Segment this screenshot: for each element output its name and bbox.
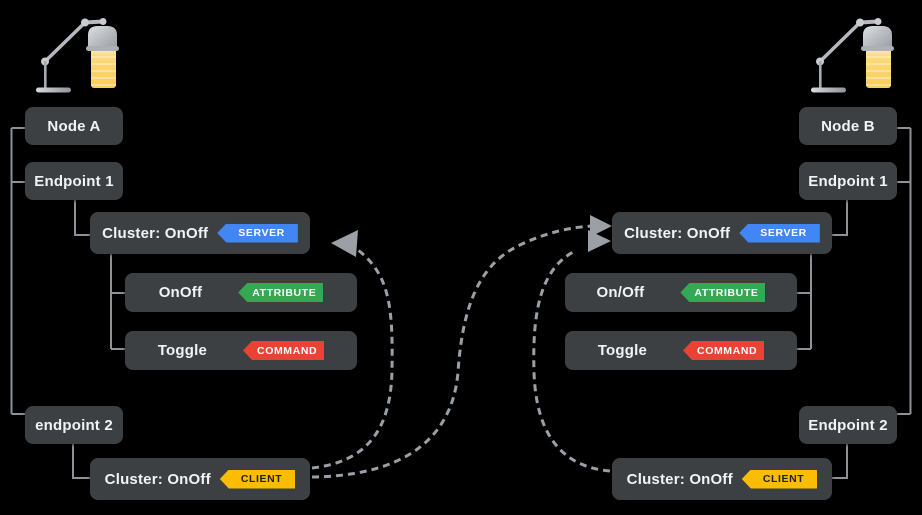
node-a-client-cluster-label: Cluster: OnOff [104,470,211,488]
binding-arrow-a-client-to-a-server [311,248,394,470]
node-a-server-cluster-label: Cluster: OnOff [102,224,209,242]
client-badge: CLIENT [741,469,818,489]
node-b-server-cluster-box: Cluster: OnOff SERVER [612,212,832,254]
node-a-endpoint2-box: endpoint 2 [25,406,123,444]
node-b-endpoint1-label: Endpoint 1 [808,172,888,190]
node-b-command-label: Toggle [597,342,648,359]
command-badge: COMMAND [683,341,765,360]
node-a-command-box: Toggle COMMAND [125,331,357,370]
node-a-attribute-label: OnOff [158,284,203,301]
node-a-server-cluster-box: Cluster: OnOff SERVER [90,212,310,254]
attribute-badge: ATTRIBUTE [680,283,766,302]
server-badge: SERVER [217,223,298,243]
node-a-command-label: Toggle [157,342,208,359]
attribute-badge: ATTRIBUTE [238,283,324,302]
node-b-client-cluster-box: Cluster: OnOff CLIENT [612,458,832,500]
node-b-endpoint1-box: Endpoint 1 [799,162,897,200]
command-badge: COMMAND [243,341,325,360]
arrowhead-into-a-server [331,230,358,257]
node-a-endpoint2-label: endpoint 2 [35,416,113,434]
node-b-server-cluster-label: Cluster: OnOff [624,224,731,242]
node-b-endpoint2-label: Endpoint 2 [808,416,888,434]
arrowhead-into-b-server-lower [588,230,611,252]
arrowhead-into-b-server-upper [590,215,612,237]
desk-lamp-icon [34,16,121,95]
node-b-box: Node B [799,107,897,145]
node-b-attribute-box: On/Off ATTRIBUTE [565,273,797,312]
tree-connector-lines-node-b [797,127,912,479]
node-b-command-box: Toggle COMMAND [565,331,797,370]
node-b-client-cluster-label: Cluster: OnOff [626,470,733,488]
binding-arrow-a-client-to-b-server [311,224,594,479]
node-a-endpoint1-box: Endpoint 1 [25,162,123,200]
server-badge: SERVER [739,223,820,243]
node-b-attribute-label: On/Off [596,284,645,301]
node-a-attribute-box: OnOff ATTRIBUTE [125,273,357,312]
node-b-endpoint2-box: Endpoint 2 [799,406,897,444]
node-a-label: Node A [47,117,101,135]
desk-lamp-icon [809,16,896,95]
node-a-endpoint1-label: Endpoint 1 [34,172,114,190]
binding-arrow-b-client-to-b-server [532,249,611,473]
node-a-box: Node A [25,107,123,145]
tree-connector-lines-node-a [10,127,125,479]
client-badge: CLIENT [219,469,296,489]
node-b-label: Node B [821,117,875,135]
node-a-client-cluster-box: Cluster: OnOff CLIENT [90,458,310,500]
